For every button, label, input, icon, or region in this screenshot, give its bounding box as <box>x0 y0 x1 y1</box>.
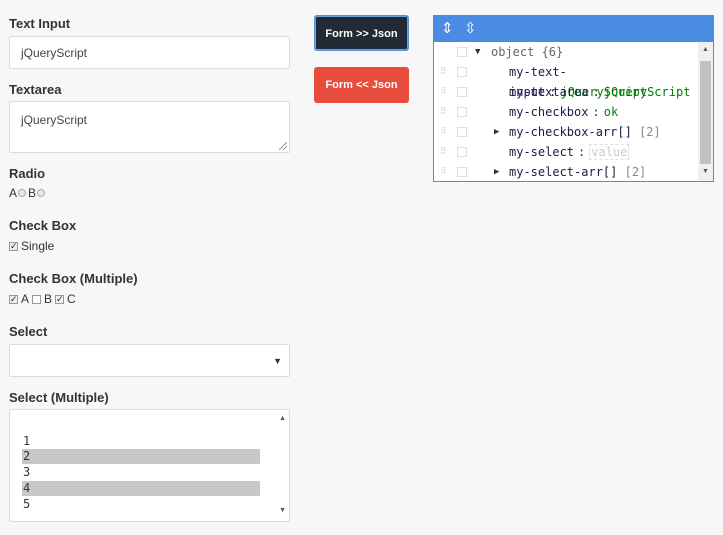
tree-count: [2] <box>624 165 647 179</box>
select-checkbox-icon[interactable] <box>457 87 467 97</box>
radio-option-b[interactable] <box>37 189 46 197</box>
scrollbar-thumb[interactable] <box>700 61 711 164</box>
select-checkbox-icon[interactable] <box>457 107 467 117</box>
radio-option-a-label: A <box>9 186 18 200</box>
tree-key: my-textarea <box>509 85 589 99</box>
form-to-json-button[interactable]: Form >> Json <box>314 15 409 51</box>
select-multi-list[interactable]: 1 2 3 4 5 ▲ ▼ <box>9 409 290 522</box>
scroll-up-icon[interactable]: ▲ <box>702 46 709 53</box>
drag-handle-icon[interactable]: ⠿ <box>440 107 447 117</box>
json-to-form-button[interactable]: Form << Json <box>314 67 409 103</box>
checkbox-multi-group: ✓ A B ✓ C <box>9 292 79 306</box>
chevron-down-icon: ▼ <box>273 356 282 366</box>
checkbox-single-label: Single <box>21 239 55 253</box>
tree-count: [2] <box>639 125 661 139</box>
tree-key: my-text-input <box>509 65 567 99</box>
checkbox-a[interactable]: ✓ <box>9 293 18 304</box>
checkbox-single[interactable]: ✓ <box>9 240 18 251</box>
collapse-all-icon[interactable]: ⇳ <box>464 20 477 37</box>
checkbox-b-label: B <box>44 292 53 306</box>
select-dropdown[interactable]: ▼ <box>9 344 290 377</box>
select-multi-option-1[interactable]: 1 <box>23 434 31 448</box>
drag-handle-icon[interactable]: ⠿ <box>440 147 447 157</box>
tree-key: my-select-arr[] <box>509 165 618 179</box>
radio-group: A B <box>9 186 47 200</box>
select-checkbox-icon[interactable] <box>457 127 467 137</box>
tree-row[interactable]: ⠿ my-textarea:jQueryScript <box>434 82 698 102</box>
checkbox-b[interactable] <box>32 294 42 304</box>
expand-triangle-icon[interactable]: ▼ <box>475 47 481 57</box>
tree-row[interactable]: ⠿ ▶ my-select-arr[] [2] <box>434 162 698 182</box>
select-multi-option-3[interactable]: 3 <box>23 465 31 479</box>
select-label: Select <box>9 324 48 339</box>
tree-value[interactable]: value <box>589 144 630 160</box>
checkbox-c[interactable]: ✓ <box>55 293 65 304</box>
tree-row[interactable]: ⠿ my-text-input:jQueryScript <box>434 62 698 99</box>
text-input-label: Text Input <box>9 16 71 31</box>
select-checkbox-icon[interactable] <box>457 67 467 77</box>
tree-row[interactable]: ⠿ my-checkbox:ok <box>434 102 698 122</box>
tree-key: my-select <box>509 145 575 159</box>
checkbox-label: Check Box <box>9 218 77 233</box>
select-multi-label: Select (Multiple) <box>9 390 109 405</box>
textarea-label: Textarea <box>9 82 62 97</box>
select-checkbox-icon[interactable] <box>457 147 467 157</box>
json-editor: ⇕ ⇳ ▼ object {6} ⠿ my-text-input:jQueryS… <box>433 15 714 182</box>
select-multi-option-5[interactable]: 5 <box>23 497 31 511</box>
tree-key: my-checkbox <box>509 105 589 119</box>
tree-key: my-checkbox-arr[] <box>509 125 632 139</box>
tree-row[interactable]: ⠿ ▶ my-checkbox-arr[] [2] <box>434 122 698 142</box>
expand-triangle-icon[interactable]: ▶ <box>494 127 500 137</box>
tree-row[interactable]: ⠿ my-select:value <box>434 142 698 162</box>
tree-value[interactable]: jQueryScript <box>560 85 648 99</box>
resize-grip-icon[interactable] <box>279 142 287 150</box>
drag-handle-icon[interactable]: ⠿ <box>440 127 447 137</box>
drag-handle-icon[interactable]: ⠿ <box>440 167 447 177</box>
root-label: object {6} <box>491 45 564 59</box>
json-editor-scrollbar[interactable]: ▲ ▼ <box>698 42 713 181</box>
expand-triangle-icon[interactable]: ▶ <box>494 167 500 177</box>
tree-value[interactable]: jQueryScript <box>603 85 691 99</box>
tree-value[interactable]: ok <box>603 105 619 119</box>
tree-root-row[interactable]: ▼ object {6} <box>434 42 698 62</box>
select-multi-option-4[interactable]: 4 <box>22 481 260 496</box>
select-checkbox-icon[interactable] <box>457 167 467 177</box>
select-checkbox-icon[interactable] <box>457 47 467 57</box>
json-editor-toolbar: ⇕ ⇳ <box>434 16 713 42</box>
text-input-field[interactable]: jQueryScript <box>9 36 290 69</box>
checkbox-single-row: ✓ Single <box>9 239 54 253</box>
radio-label: Radio <box>9 166 46 181</box>
checkbox-multi-label: Check Box (Multiple) <box>9 271 138 286</box>
radio-option-b-label: B <box>28 186 37 200</box>
textarea-value: jQueryScript <box>21 113 88 127</box>
select-multi-option-2[interactable]: 2 <box>22 449 260 464</box>
expand-all-icon[interactable]: ⇕ <box>441 20 454 37</box>
checkbox-c-label: C <box>67 292 76 306</box>
scroll-up-icon[interactable]: ▲ <box>279 415 286 422</box>
scroll-down-icon[interactable]: ▼ <box>279 507 286 514</box>
scroll-down-icon[interactable]: ▼ <box>702 168 709 175</box>
radio-option-a[interactable] <box>18 189 27 197</box>
drag-handle-icon[interactable]: ⠿ <box>440 87 447 97</box>
textarea-field[interactable]: jQueryScript <box>9 101 290 153</box>
drag-handle-icon[interactable]: ⠿ <box>440 67 447 77</box>
checkbox-a-label: A <box>21 292 30 306</box>
